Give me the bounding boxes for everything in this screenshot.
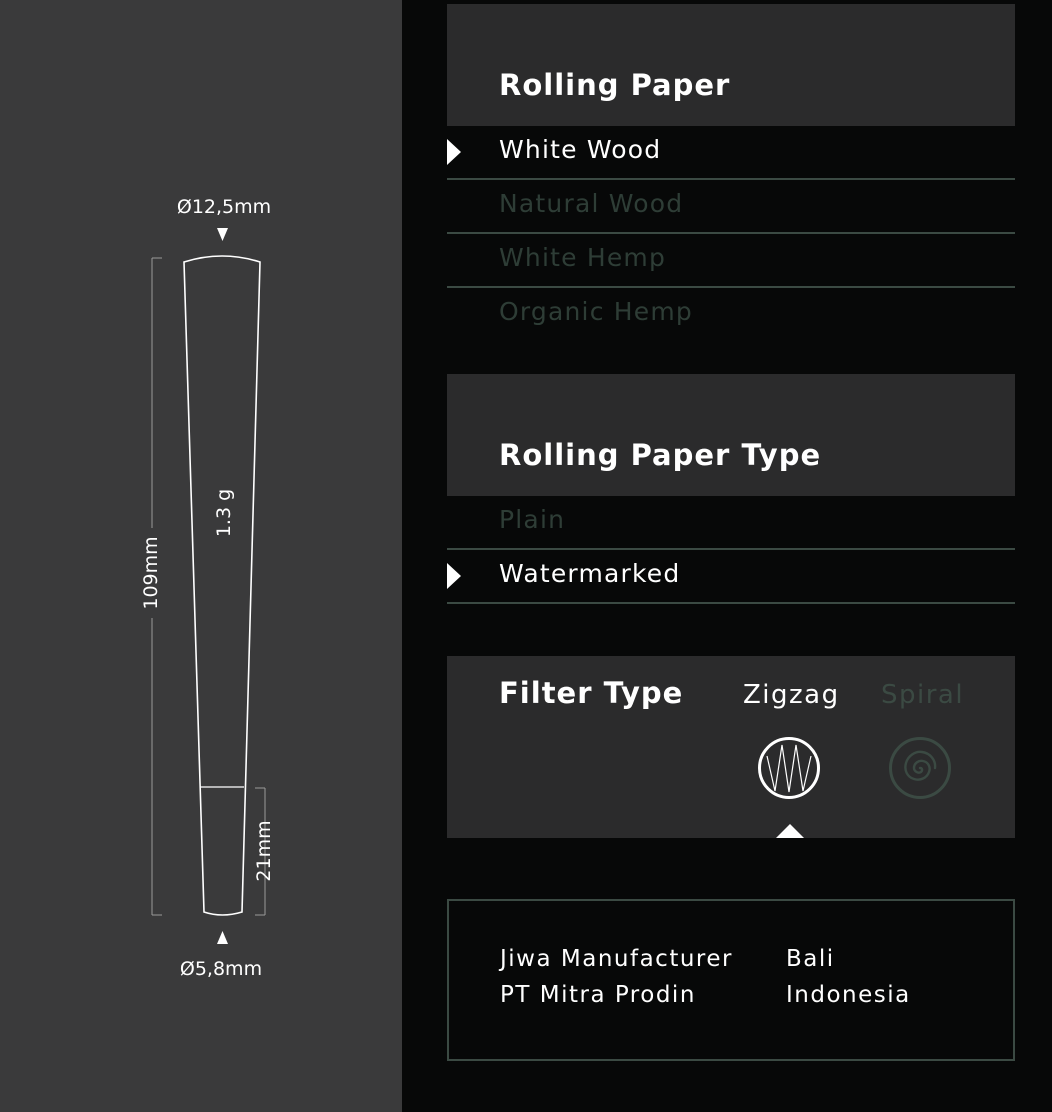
option-label: White Wood [499, 135, 662, 164]
manufacturer-info-box: Jiwa Manufacturer PT Mitra Prodin Bali I… [447, 899, 1015, 1061]
top-diameter-label: Ø12,5mm [177, 196, 271, 218]
manufacturer-city: Bali [786, 946, 835, 972]
weight-label: 1.3 g [213, 489, 235, 537]
rolling-paper-options: White Wood Natural Wood White Hemp Organ… [447, 126, 1015, 342]
rolling-paper-type-header: Rolling Paper Type [447, 374, 1015, 496]
option-label: Watermarked [499, 559, 681, 588]
cone-outline [183, 255, 261, 916]
filter-type-box: Filter Type Zigzag Spiral [447, 656, 1015, 838]
option-organic-hemp[interactable]: Organic Hemp [447, 288, 1015, 342]
rolling-paper-type-title: Rolling Paper Type [499, 438, 822, 472]
length-label: 109mm [140, 536, 162, 609]
zigzag-filter-icon[interactable] [757, 736, 821, 800]
bottom-diameter-label: Ø5,8mm [180, 958, 262, 980]
manufacturer-company: PT Mitra Prodin [500, 982, 696, 1008]
selected-filter-pointer-icon [776, 824, 804, 838]
selected-arrow-icon [447, 139, 461, 165]
filter-option-spiral[interactable]: Spiral [881, 680, 965, 710]
rolling-paper-title: Rolling Paper [499, 68, 731, 102]
spiral-filter-icon[interactable] [888, 736, 952, 800]
option-label: Organic Hemp [499, 297, 693, 326]
rolling-paper-header: Rolling Paper [447, 4, 1015, 126]
filter-option-zigzag[interactable]: Zigzag [743, 680, 840, 710]
option-label: Plain [499, 505, 566, 534]
option-natural-wood[interactable]: Natural Wood [447, 180, 1015, 234]
options-panel: Rolling Paper White Wood Natural Wood Wh… [402, 0, 1052, 1112]
option-plain[interactable]: Plain [447, 496, 1015, 550]
option-watermarked[interactable]: Watermarked [447, 550, 1015, 604]
top-diameter-arrow-icon [217, 228, 228, 241]
manufacturer-country: Indonesia [786, 982, 911, 1008]
option-label: Natural Wood [499, 189, 684, 218]
rolling-paper-type-options: Plain Watermarked [447, 496, 1015, 604]
filter-length-label: 21mm [253, 820, 275, 881]
cone-diagram-panel: Ø12,5mm 1.3 g 109mm 21mm Ø5,8mm [0, 0, 402, 1112]
option-label: White Hemp [499, 243, 667, 272]
manufacturer-name: Jiwa Manufacturer [500, 946, 733, 972]
bottom-diameter-arrow-icon [217, 931, 228, 944]
selected-arrow-icon [447, 563, 461, 589]
option-white-wood[interactable]: White Wood [447, 126, 1015, 180]
option-white-hemp[interactable]: White Hemp [447, 234, 1015, 288]
filter-type-title: Filter Type [499, 676, 684, 710]
cone-diagram: Ø12,5mm 1.3 g 109mm 21mm Ø5,8mm [140, 196, 275, 980]
